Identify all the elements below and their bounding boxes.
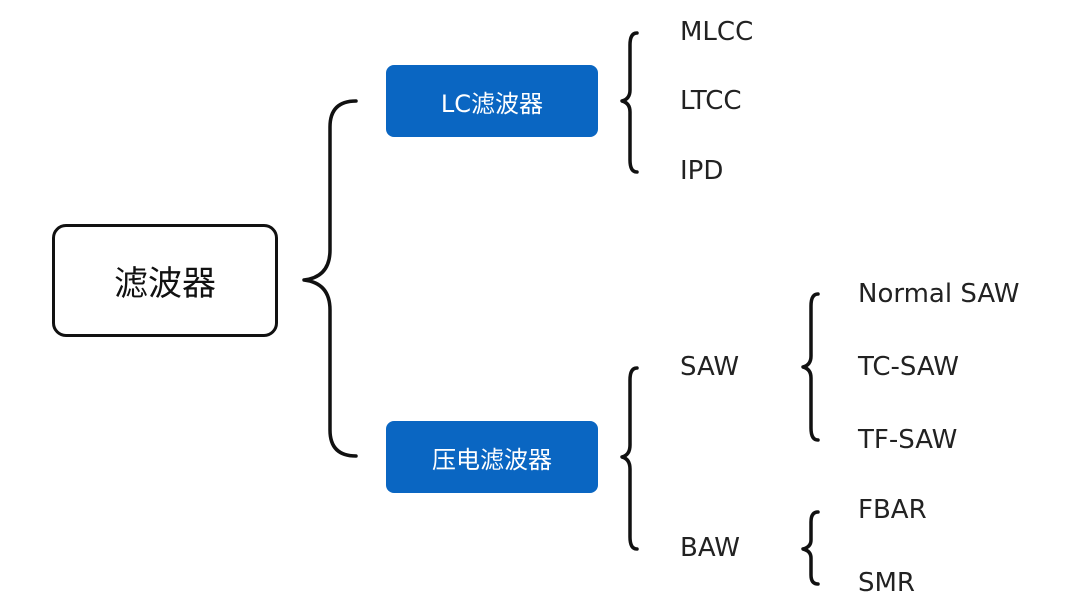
leaf-ipd: IPD xyxy=(680,156,724,186)
branch-saw: SAW xyxy=(680,352,740,382)
piezo-brace xyxy=(620,366,639,551)
root-node: 滤波器 xyxy=(52,224,278,337)
leaf-fbar: FBAR xyxy=(858,495,927,525)
leaf-tf-saw: TF-SAW xyxy=(858,425,958,455)
lc-brace xyxy=(620,31,639,174)
category-label: LC滤波器 xyxy=(440,89,544,118)
root-brace xyxy=(302,99,358,458)
category-piezo-filter: 压电滤波器 xyxy=(386,421,598,493)
leaf-mlcc: MLCC xyxy=(680,17,754,47)
root-label: 滤波器 xyxy=(114,264,216,304)
leaf-smr: SMR xyxy=(858,568,916,598)
leaf-tc-saw: TC-SAW xyxy=(858,352,959,382)
baw-brace xyxy=(801,510,820,586)
category-lc-filter: LC滤波器 xyxy=(386,65,598,137)
leaf-normal-saw: Normal SAW xyxy=(858,279,1020,309)
branch-baw: BAW xyxy=(680,533,740,563)
saw-brace xyxy=(801,292,820,442)
category-label: 压电滤波器 xyxy=(432,445,552,474)
leaf-ltcc: LTCC xyxy=(680,86,742,116)
